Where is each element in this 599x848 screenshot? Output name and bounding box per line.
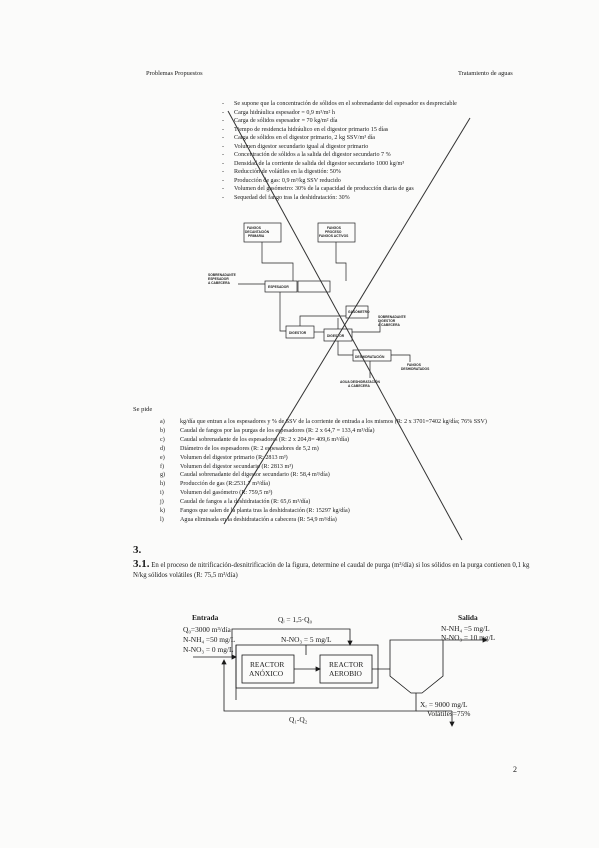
bullet-item: Reducción de volátiles en la digestión: …: [222, 168, 522, 177]
question-letter: g): [160, 472, 166, 479]
bullet-item: Volumen del gasómetro: 30% de la capacid…: [222, 185, 522, 194]
question-text: Volumen del digestor secundario (R: 2813…: [180, 463, 294, 470]
box-fangos-biologico: [317, 222, 356, 243]
question-item: c) Caudal sobrenadante de los espesadores…: [160, 436, 540, 445]
question-letter: e): [160, 454, 165, 461]
bullet-item: Volumen digestor secundario igual al dig…: [222, 143, 522, 152]
entrada-no3: N-NO₃ = 0 mg/L: [183, 645, 234, 654]
question-text: Diámetro de los espesadores (R: 2 espesa…: [180, 445, 319, 452]
clarifier: [389, 639, 444, 694]
problem-number: 3.1.: [133, 558, 150, 570]
box-gasometro: [345, 305, 369, 319]
question-text: Volumen del gasómetro (R: 759,5 m³): [180, 490, 273, 497]
question-letter: f): [160, 463, 165, 470]
question-letter: a): [160, 419, 165, 425]
question-letter: j): [160, 499, 164, 506]
question-text: Agua eliminada en la deshidratación a ca…: [180, 516, 337, 523]
entrada-title: Entrada: [192, 613, 219, 622]
question-text: Caudal de fangos a la deshidratación (R:…: [180, 499, 311, 506]
label-gasometro: GASÓMETRO: [348, 309, 370, 314]
bullet-item: Sequedad del fango tras la deshidratació…: [222, 194, 522, 203]
return-flow-label: Q₁-Q₂: [289, 715, 308, 724]
bullet-item: Se supone que la concentración de sólido…: [222, 100, 514, 109]
question-item: j) Caudal de fangos a la deshidratación (…: [160, 498, 540, 507]
question-letter: h): [160, 481, 166, 488]
question-item: l) Agua eliminada en la deshidratación a …: [160, 516, 540, 525]
question-item: f) Volumen del digestor secundario (R: 28…: [160, 463, 540, 472]
label-deshidratacion: DESHIDRATACIÓN: [355, 354, 385, 359]
bullet-item: Carga de sólidos en el digestor primario…: [222, 134, 522, 143]
question-text: Caudal de fangos por las purgas de los e…: [180, 427, 375, 434]
se-pide-label: Se pide: [133, 406, 153, 413]
question-letter: b): [160, 427, 166, 434]
bullet-item: Carga de sólidos espesador = 70 kg/m² dí…: [222, 117, 522, 126]
question-text: Fangos que salen de la planta tras la de…: [180, 508, 350, 515]
label-digestor-secundario: DIGESTOR: [327, 334, 345, 338]
crossout-line: [227, 110, 463, 541]
entrada-flow: Q₀=3000 m³/día: [183, 625, 231, 634]
question-item: i) Volumen del gasómetro (R: 759,5 m³): [160, 489, 540, 498]
question-letter: l): [160, 516, 164, 523]
question-item: e) Volumen del digestor primario (R: 2813…: [160, 454, 540, 463]
header-right: Tratamiento de aguas: [458, 70, 513, 77]
question-text: Caudal sobrenadante del digestor secunda…: [180, 472, 330, 479]
question-list: a) kg/día que entran a los espesadores y …: [160, 418, 540, 525]
crossout-line: [223, 117, 471, 525]
problem-text: En el proceso de nitrificación-desnitrif…: [133, 562, 530, 579]
salida-title: Salida: [458, 613, 478, 622]
box-deshidratacion: [352, 349, 392, 362]
mid-no3: N-NO₃ = 5 mg/L: [281, 635, 332, 644]
section-heading: 3.: [133, 544, 142, 556]
question-letter: c): [160, 436, 165, 443]
question-text: Caudal sobrenadante de los espesadores (…: [180, 436, 350, 443]
question-item: h) Producción de gas (R:2531,7 m³/día): [160, 480, 540, 489]
question-text: Producción de gas (R:2531,7 m³/día): [180, 481, 271, 488]
entrada-nh4: N-NH₄ =50 mg/L: [183, 635, 236, 644]
reactor-anoxico-line2: ANÓXICO: [249, 668, 284, 678]
bullet-item: Tiempo de residencia hidráulico en el di…: [222, 126, 522, 135]
salida-nh4: N-NH₄ =5 mg/L: [441, 624, 490, 633]
header-left: Problemas Propuestos: [146, 70, 203, 77]
bullet-item: Carga hidráulica espesador = 0,9 m³/m² h: [222, 109, 522, 118]
bullet-list: Se supone que la concentración de sólido…: [222, 100, 522, 203]
salida-no3: N-NO₃ = 10 mg/L: [441, 633, 496, 642]
box-fangos-primario: [243, 222, 282, 243]
question-item: d) Diámetro de los espesadores (R: 2 espe…: [160, 445, 540, 454]
question-text: Volumen del digestor primario (R: 2813 m…: [180, 454, 288, 461]
box-espesador: [264, 280, 298, 293]
question-item: k) Fangos que salen de la planta tras la …: [160, 507, 540, 516]
recirculation-flow: Qᵢ = 1,5·Q₀: [278, 615, 312, 624]
xr-label: Xᵣ = 9000 mg/L: [420, 700, 468, 709]
bullet-item: Concentración de sólidos a la salida del…: [222, 151, 522, 160]
reactor-aerobio-line1: REACTOR: [329, 660, 363, 669]
volatiles-label: Volátiles=75%: [427, 709, 470, 718]
reactor-anoxico-line1: REACTOR: [250, 660, 284, 669]
reactor-aerobio-line2: AEROBIO: [329, 669, 363, 678]
question-letter: k): [160, 508, 166, 515]
question-item: g) Caudal sobrenadante del digestor secun…: [160, 471, 540, 480]
question-text: kg/día que entran a los espesadores y % …: [180, 419, 487, 425]
bullet-item: Densidad de la corriente de salida del d…: [222, 160, 522, 169]
bullet-item: Producción de gas: 0,9 m³/kg SSV reducid…: [222, 177, 522, 186]
problem-statement: 3.1. En el proceso de nitrificación-desn…: [133, 559, 533, 581]
page-number: 2: [513, 765, 517, 774]
label-digestor-primario: DIGESTOR: [289, 331, 307, 335]
question-letter: d): [160, 445, 166, 452]
question-item: b) Caudal de fangos por las purgas de los…: [160, 427, 540, 436]
label-espesador: ESPESADOR: [268, 285, 289, 289]
question-item: a) kg/día que entran a los espesadores y …: [160, 418, 540, 427]
question-letter: i): [160, 490, 164, 497]
